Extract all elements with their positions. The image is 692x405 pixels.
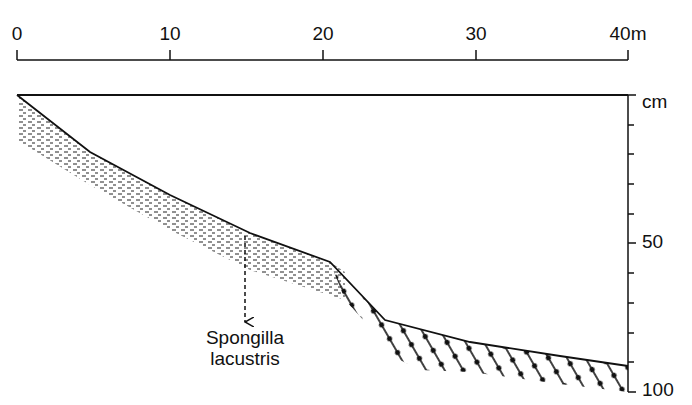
depth-unit-label: cm (642, 92, 667, 113)
mud-layer (330, 262, 628, 392)
depth-axis (628, 95, 636, 392)
depth-tick-label: 50 (642, 232, 663, 253)
distance-tick-label: 40m (610, 24, 647, 45)
distance-tick-label: 0 (12, 24, 23, 45)
distance-tick-label: 20 (312, 24, 333, 45)
species-label: Spongilla lacustris (190, 328, 300, 370)
sand-layer (17, 95, 345, 300)
lake-bottom-profile (17, 95, 628, 366)
distance-axis (17, 50, 628, 60)
leader-arrow (244, 236, 246, 322)
distance-tick-label: 10 (159, 24, 180, 45)
depth-tick-label: 100 (642, 380, 674, 401)
distance-tick-label: 30 (465, 24, 486, 45)
